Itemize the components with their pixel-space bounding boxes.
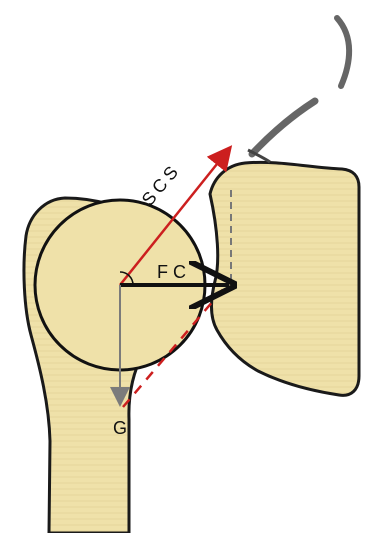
g-label: G: [113, 418, 127, 438]
scapula-shape: [210, 162, 359, 395]
fc-label: FC: [157, 262, 191, 282]
rope-upper: [337, 18, 349, 86]
scs-label: SCS: [138, 159, 185, 209]
rope-lower: [252, 101, 315, 154]
